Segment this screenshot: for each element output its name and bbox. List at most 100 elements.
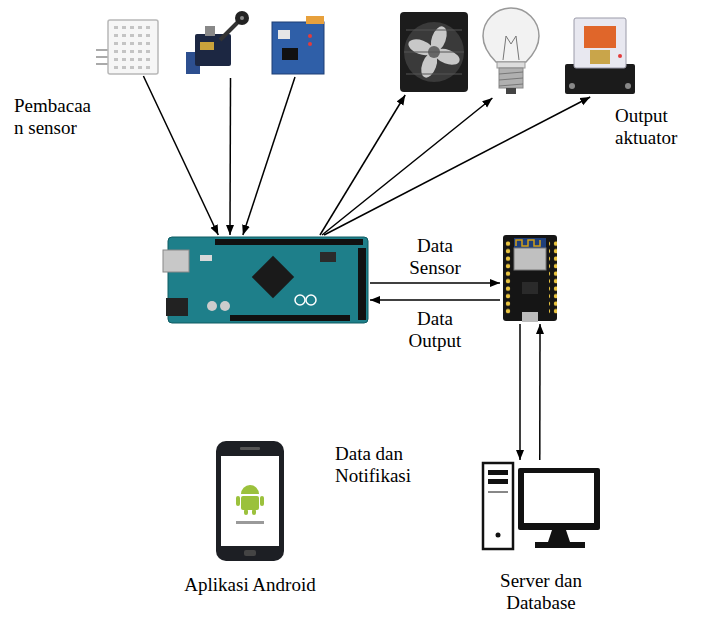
arrow-connector [320,95,405,235]
arrow-connector [229,78,231,235]
limit-switch-picture-part [200,42,214,50]
android-phone-picture-part [252,509,256,515]
arduino-mega-picture-part [230,315,350,321]
edge-label: Data Output [393,308,477,352]
arduino-mega-picture-part [252,256,294,298]
server-computer-picture-part [496,533,501,538]
relay-picture-part [618,54,622,58]
arduino-mega-picture-part [163,250,189,272]
arduino-mega-picture-part [220,301,230,311]
dht-sensor-picture-part [96,63,108,65]
server-computer-picture-part [488,470,508,475]
android-phone-picture-part [260,496,264,506]
arrow-connector [143,76,218,235]
nodemcu-picture-part [522,282,538,294]
light-bulb-picture-part [503,36,519,60]
android-phone-picture-part [236,496,240,506]
nodemcu-picture-part [503,240,511,315]
android-app: Aplikasi Android [215,440,285,562]
arrow-connector [243,77,295,235]
fan-picture-part [400,12,468,92]
rain-sensor-picture-part [308,42,312,46]
limit-switch-picture-part [240,16,244,20]
relay-picture-part [569,83,575,89]
limit-switch-picture-part [220,20,240,40]
light-bulb-picture [483,8,539,94]
arduino-mega-picture-part [215,239,363,245]
android-phone-picture-part [221,456,279,546]
arrow-connector [370,299,500,301]
rain-sensor-picture-part [306,16,324,24]
server-computer-picture-part [524,473,594,523]
limit-switch-picture-part [235,11,249,25]
android-phone-picture-part [216,441,284,561]
dht-sensor-picture [96,20,158,74]
dht-sensor-picture-part [108,20,158,74]
android-phone-picture-part [241,485,259,494]
android-phone-picture [216,441,284,561]
edge-label: Data Sensor [393,235,477,279]
server-computer-picture-part [535,542,585,548]
fan-picture [400,12,468,92]
dht-sensor-picture-part [112,24,154,70]
limit-switch [185,10,250,78]
dht-sensor-picture-part [96,56,108,58]
light-bulb-picture-part [499,78,523,80]
nodemcu-picture-part [516,240,540,246]
rain-sensor-picture-part [272,22,324,74]
fan-picture-part [404,52,464,53]
server-computer-picture-part [483,463,513,549]
rain-sensor-picture [272,16,324,74]
server-computer-picture-part [488,479,508,484]
light-bulb-picture-part [497,62,525,68]
relay-picture-part [590,50,610,64]
arduino-mega-picture-part [207,301,217,311]
rain-sensor-picture-part [278,30,290,39]
light-bulb-picture-part [506,88,516,94]
dht-sensor-picture-part [96,49,108,51]
nodemcu-picture [503,235,557,322]
annotation-label: Data dan Notifikasi [335,443,445,487]
arduino-mega-picture [163,237,368,323]
android-phone-picture-part [236,521,264,524]
server-computer-picture-part [548,530,570,542]
arduino-mega-picture-part [168,237,368,323]
server-computer-picture-part [518,468,600,530]
nodemcu-board [500,232,560,324]
relay-picture-part [574,18,626,68]
server-computer-picture-part [488,492,508,493]
rain-sensor-picture-part [308,34,312,38]
relay-picture-part [625,83,631,89]
light-bulb-picture-part [499,72,523,74]
limit-switch-picture-part [195,34,231,66]
arrow-connector [370,282,500,284]
android-phone-picture-part [240,447,260,450]
rain-sensor-picture-part [282,48,298,60]
annotation-label: Output aktuator [615,105,697,149]
arrow-connector [539,324,541,460]
light-bulb-picture-part [499,84,523,86]
arduino-board [165,235,370,325]
arduino-mega-picture-part [306,295,316,305]
android-phone-picture-part [244,550,256,556]
android-phone-picture-part [244,509,248,515]
relay-picture-part [584,26,616,48]
nodemcu-picture-part [549,240,557,315]
arduino-mega-picture-part [358,248,366,320]
light-bulb-picture-part [483,8,539,62]
server-database: Server dan Database [480,460,602,560]
rain-sensor [268,15,328,77]
humidity-sensor [100,18,162,76]
arduino-mega-picture-part [166,298,188,316]
arduino-mega-picture-part [295,295,305,305]
relay-picture [565,18,635,94]
nodemcu-picture-part [522,312,538,322]
nodemcu-picture-part [503,235,557,321]
fan-picture-part [406,74,462,75]
node-caption: Aplikasi Android [150,574,350,596]
relay-actuator [565,15,635,97]
arduino-mega-picture-part [200,255,212,261]
